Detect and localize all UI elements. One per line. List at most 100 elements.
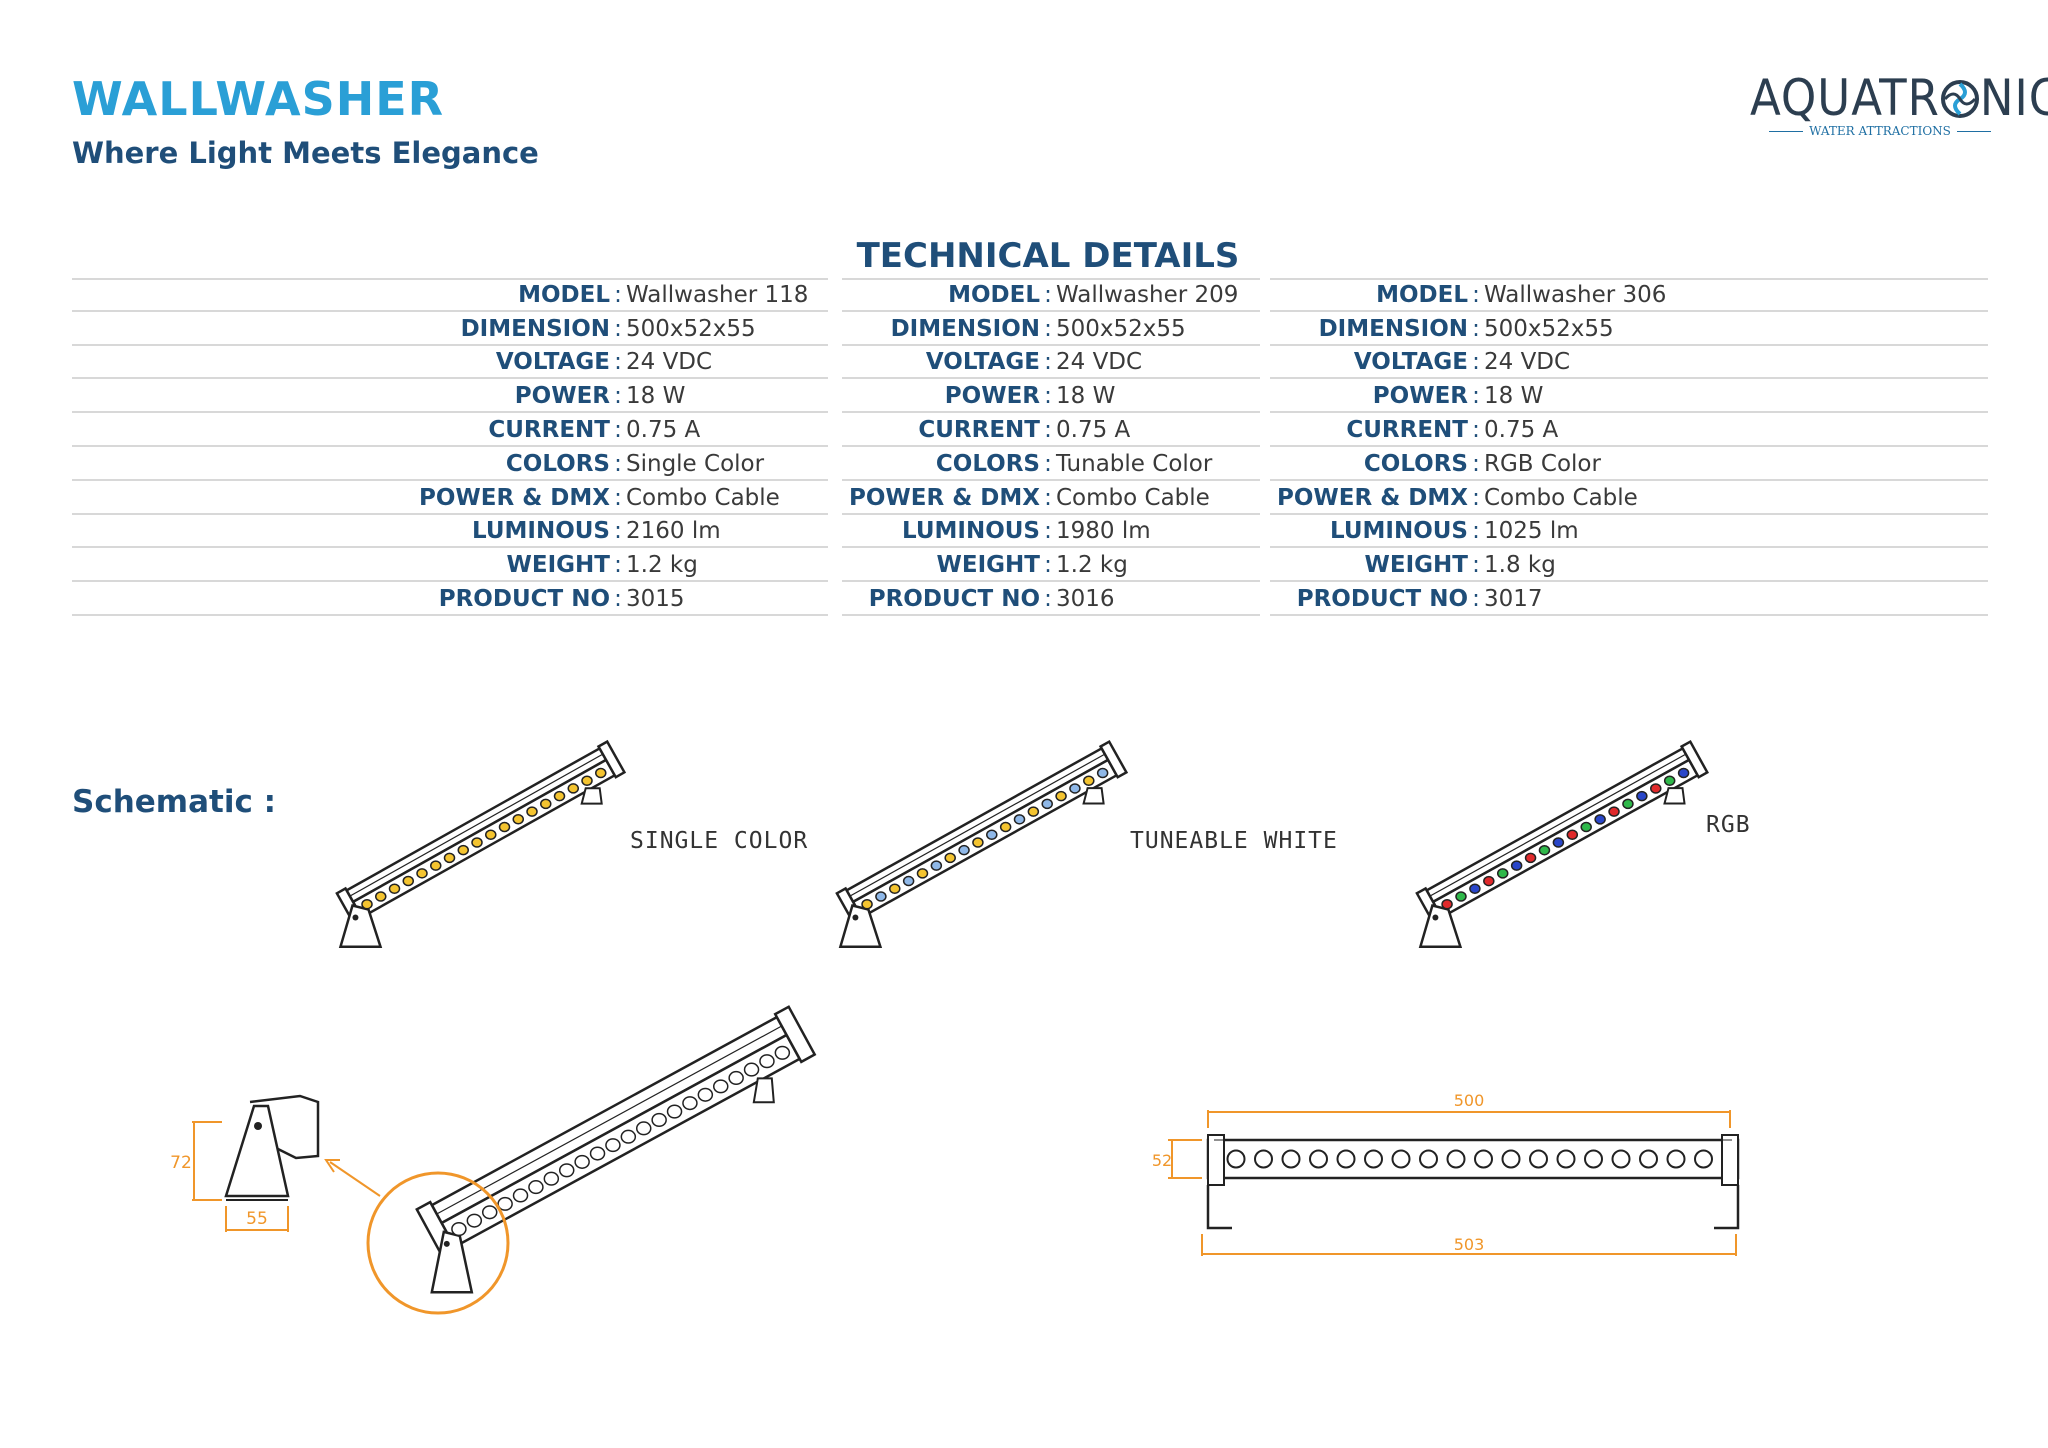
spec-value: Combo Cable (626, 484, 780, 511)
led (1524, 852, 1537, 864)
spec-label: DIMENSION (1318, 315, 1468, 342)
brand-logo: AQUATR NIC WATER ATTRACTIONS (1750, 70, 2048, 150)
led (697, 1087, 714, 1102)
length-bottom-dim: 503 (1454, 1235, 1485, 1254)
led (759, 1054, 775, 1069)
led (1677, 767, 1690, 779)
led (902, 875, 915, 887)
spec-label: LUMINOUS (472, 518, 610, 545)
spec-row: COLORS:Tunable Color (842, 447, 1260, 481)
led (666, 1104, 683, 1119)
led (889, 883, 901, 895)
led (605, 1138, 621, 1153)
led (416, 868, 428, 879)
spec-row: DIMENSION:500x52x55 (842, 312, 1260, 346)
spec-value: 1.2 kg (626, 552, 698, 579)
led (595, 767, 607, 779)
spec-colon: : (614, 552, 622, 579)
led (958, 844, 970, 856)
spec-label: MODEL (518, 281, 610, 308)
spec-value: 24 VDC (1484, 349, 1571, 376)
spec-colon: : (1472, 552, 1480, 579)
spec-label: COLORS (505, 450, 610, 477)
led (1580, 821, 1592, 833)
led (972, 837, 984, 848)
spec-colon: : (614, 518, 622, 545)
led (986, 829, 998, 841)
led (1254, 1149, 1273, 1169)
led (1663, 775, 1676, 786)
spec-row: CURRENT:0.75 A (1270, 413, 1988, 447)
spec-value: 1.8 kg (1484, 552, 1556, 579)
variant-label-tuneable-white: TUNEABLE WHITE (1130, 828, 1338, 854)
spec-row: PRODUCT NO:3017 (1270, 582, 1988, 616)
led (1594, 814, 1606, 825)
spec-colon: : (1472, 484, 1480, 511)
spec-colon: : (1472, 281, 1480, 308)
spec-row: LUMINOUS:2160 lm (72, 515, 828, 549)
spec-row: PRODUCT NO:3015 (72, 582, 828, 616)
bracket-height-dim: 72 (170, 1153, 192, 1173)
led (1013, 814, 1026, 825)
spec-label: PRODUCT NO (438, 585, 610, 612)
led (1069, 783, 1081, 794)
spec-label: POWER & DMX (849, 484, 1040, 511)
led (1441, 898, 1453, 910)
spec-label: DIMENSION (890, 315, 1040, 342)
led (512, 1188, 529, 1203)
spec-row: CURRENT:0.75 A (842, 413, 1260, 447)
led (1083, 775, 1095, 786)
spec-label: LUMINOUS (902, 518, 1040, 545)
spec-row: CURRENT:0.75 A (72, 413, 828, 447)
led (1496, 868, 1509, 879)
spec-label: VOLTAGE (1353, 349, 1468, 376)
spec-label: WEIGHT (1364, 552, 1468, 579)
led (581, 775, 593, 786)
spec-colon: : (614, 349, 622, 376)
led (481, 1205, 498, 1220)
led (1584, 1149, 1603, 1169)
spec-label: DIMENSION (460, 315, 610, 342)
spec-label: VOLTAGE (495, 349, 610, 376)
spec-value: 500x52x55 (626, 315, 756, 342)
spec-row: MODEL:Wallwasher 118 (72, 278, 828, 312)
led (1529, 1149, 1548, 1169)
led (512, 814, 525, 825)
spec-value: Single Color (626, 450, 765, 477)
led (574, 1154, 590, 1169)
spec-value: 0.75 A (1056, 416, 1131, 443)
led (388, 883, 401, 895)
led (1419, 1149, 1438, 1169)
spec-row: WEIGHT:1.8 kg (1270, 548, 1988, 583)
spec-value: Wallwasher 306 (1484, 281, 1667, 308)
spec-value: 18 W (1056, 383, 1116, 410)
led (485, 829, 497, 840)
led (457, 844, 470, 856)
spec-label: LUMINOUS (1330, 518, 1468, 545)
led (635, 1121, 652, 1136)
spec-row: POWER:18 W (72, 379, 828, 414)
spec-row: POWER:18 W (1270, 379, 1988, 414)
led (1566, 829, 1579, 841)
led (999, 821, 1012, 833)
logo-tagline: WATER ATTRACTIONS (1760, 124, 2000, 138)
spec-row: COLORS:Single Color (72, 447, 828, 481)
fixture-single-color (335, 739, 627, 948)
led (1622, 798, 1634, 810)
led (712, 1079, 729, 1094)
led (466, 1213, 483, 1228)
length-top-dim: 500 (1454, 1091, 1485, 1110)
led (528, 1180, 544, 1195)
spec-label: VOLTAGE (925, 349, 1040, 376)
led (1639, 1149, 1658, 1169)
spec-row: VOLTAGE:24 VDC (1270, 346, 1988, 380)
spec-colon: : (614, 315, 622, 342)
led (916, 868, 929, 879)
spec-label: COLORS (935, 450, 1040, 477)
spec-row: DIMENSION:500x52x55 (1270, 312, 1988, 346)
spec-colon: : (614, 281, 622, 308)
led (540, 798, 552, 810)
spec-row: MODEL:Wallwasher 209 (842, 278, 1260, 312)
led (1364, 1149, 1383, 1169)
bracket-width-dim: 55 (246, 1209, 268, 1229)
